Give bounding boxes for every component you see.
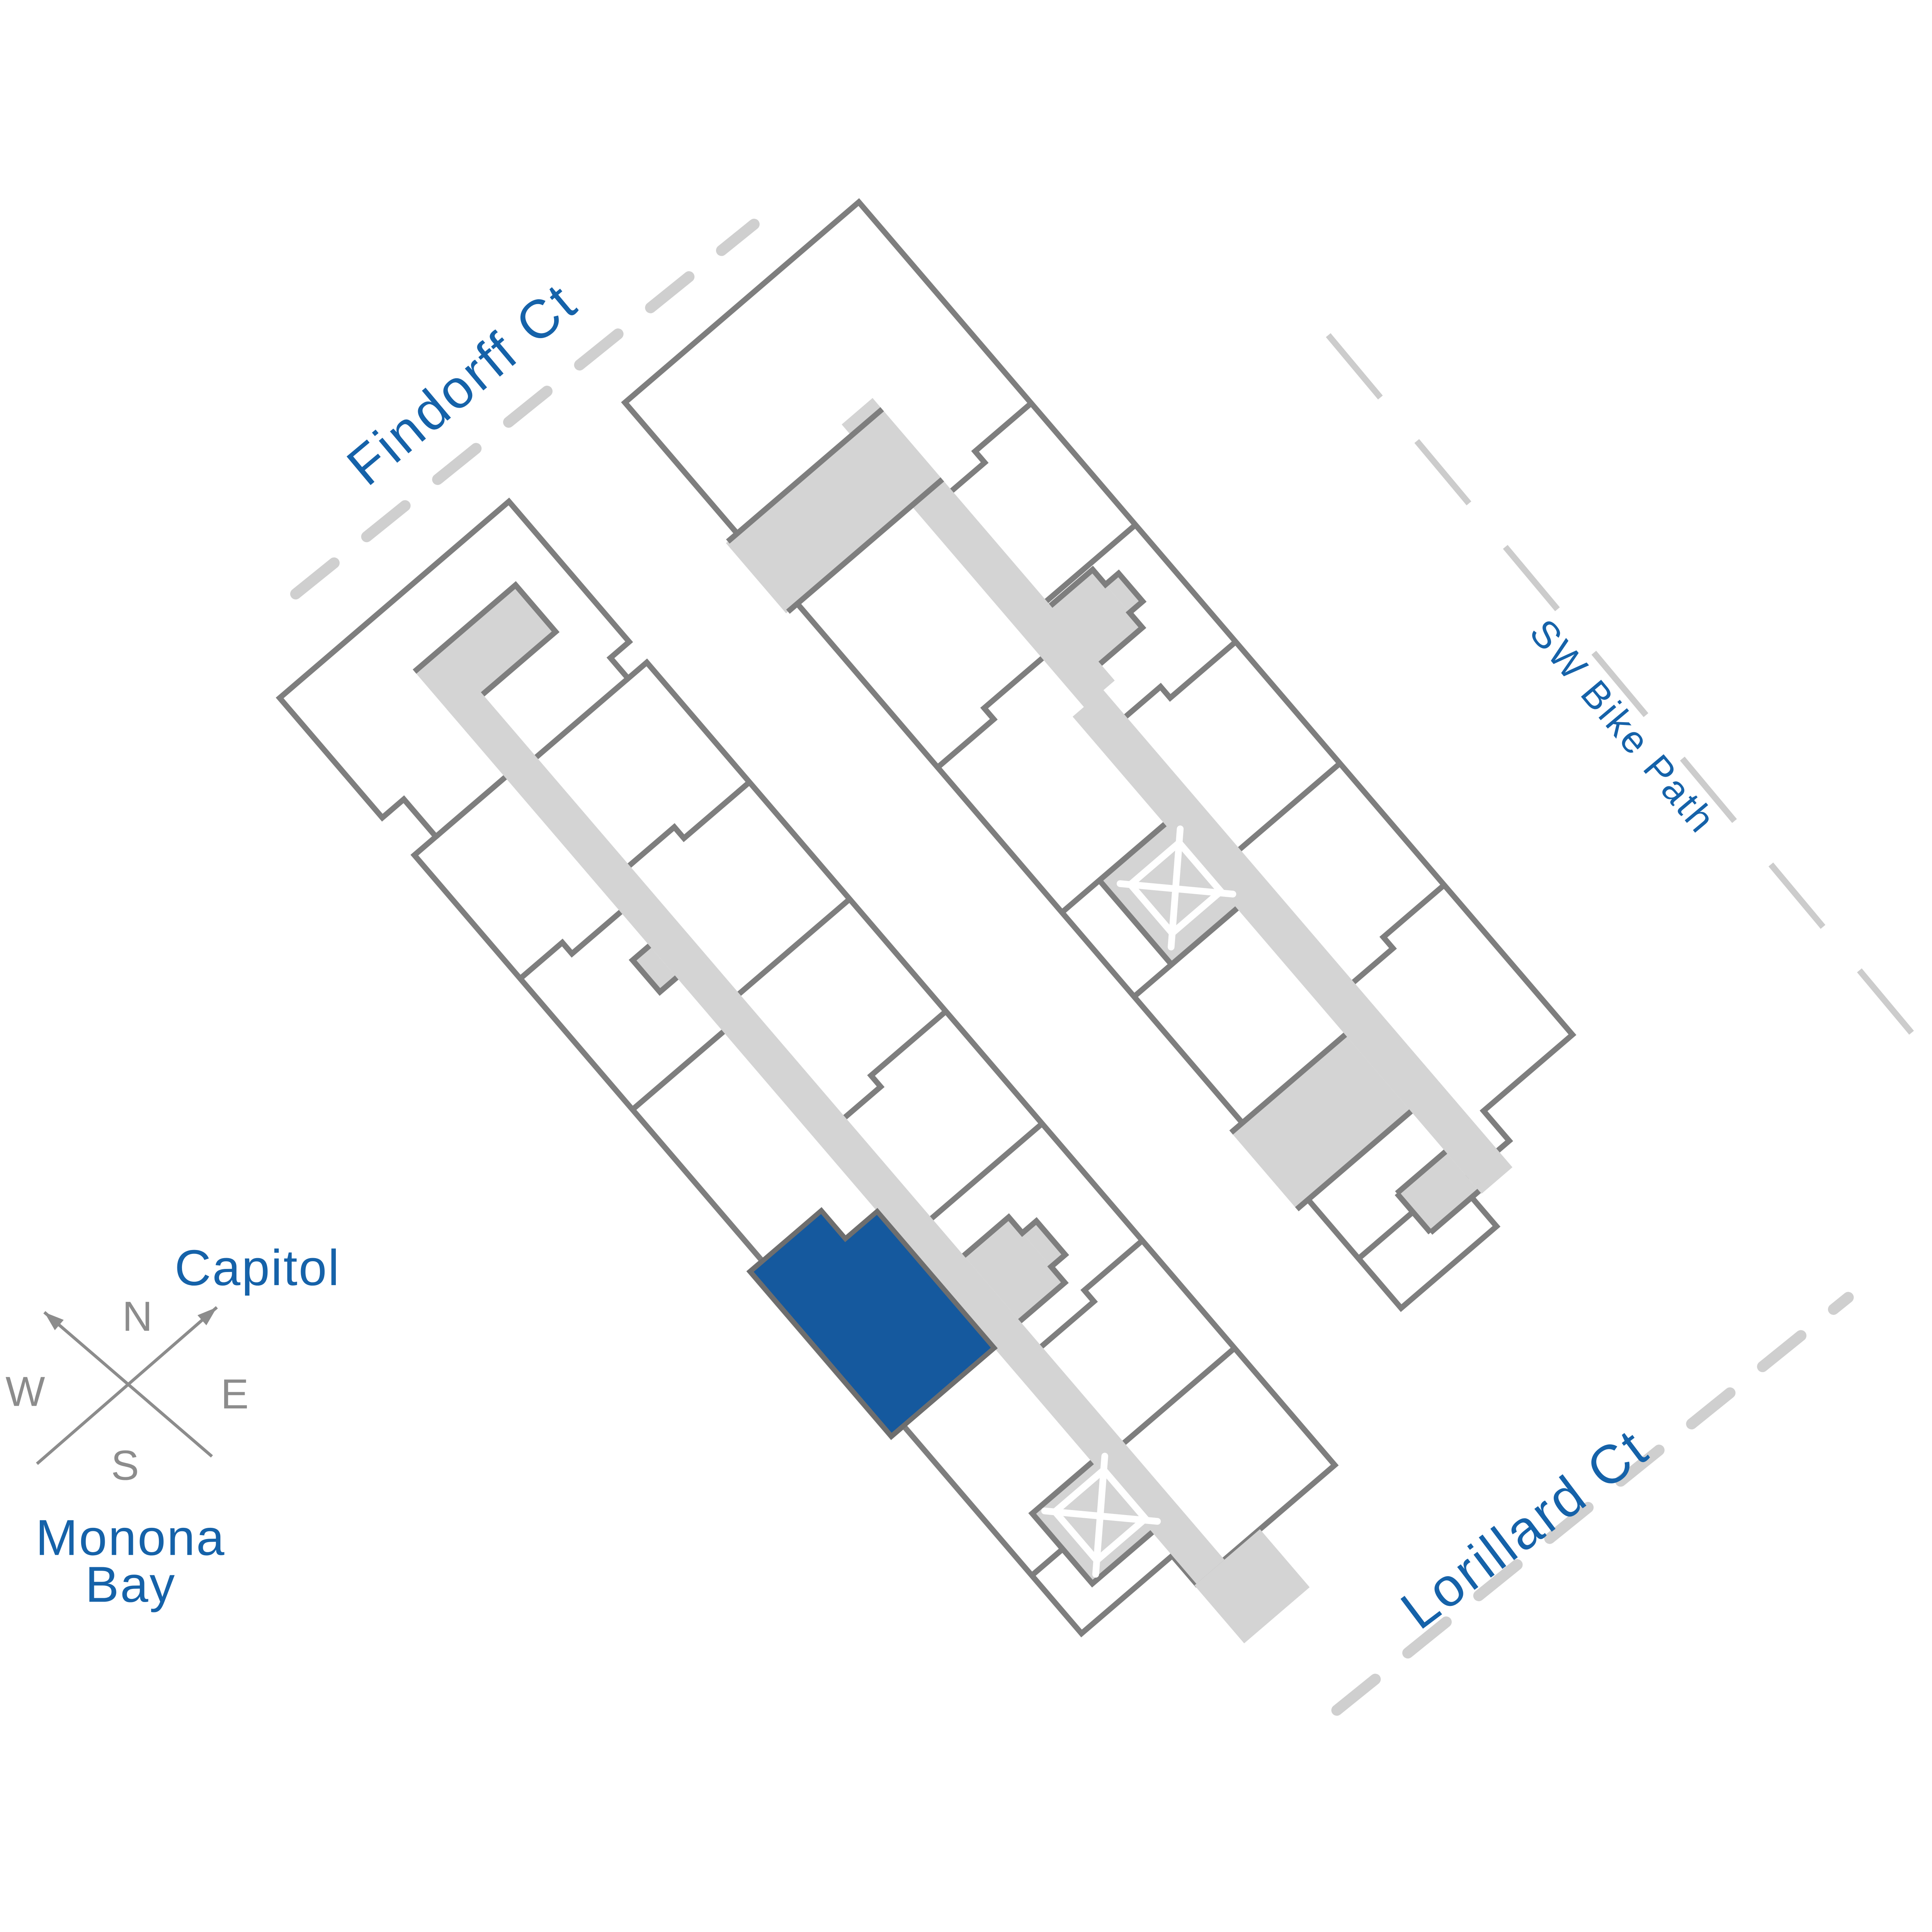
- compass-arrowhead-nw-icon: [44, 1312, 64, 1330]
- corridor-east-exit: [1231, 1034, 1411, 1209]
- findorff-ct-dashed-line: [290, 219, 760, 600]
- corridor-west-exit: [1194, 1529, 1310, 1643]
- stair-x-icon-west: [1041, 1452, 1161, 1578]
- compass-west-label: W: [5, 1368, 46, 1415]
- compass-arrow-nw-icon: [43, 1311, 213, 1458]
- compass-arrow-ne-icon: [36, 1306, 218, 1465]
- landmark-label-bay: Bay: [85, 1556, 176, 1612]
- sw-bike-path-dashed-line: [1326, 333, 1932, 1060]
- compass-rose: N W E S: [5, 1293, 250, 1489]
- building-east-interior-walls: [726, 401, 1481, 1261]
- landmark-label-capitol: Capitol: [175, 1240, 340, 1296]
- selected-unit[interactable]: [747, 1183, 998, 1440]
- compass-east-label: E: [221, 1371, 250, 1417]
- compass-south-label: S: [111, 1442, 141, 1489]
- building-west-interior-walls: [413, 581, 1236, 1588]
- building-east: [621, 198, 1577, 1312]
- corridor-east-entry: [726, 409, 942, 614]
- compass-north-label: N: [122, 1293, 153, 1340]
- landmark-label-monona: Monona: [36, 1509, 226, 1566]
- compass-arrowhead-ne-icon: [197, 1307, 217, 1325]
- building-west: [276, 497, 1339, 1643]
- lorillard-ct-dashed-line: [1331, 1292, 1854, 1716]
- street-label-sw-bike-path: SW Bike Path: [1522, 611, 1725, 842]
- street-label-lorillard: Lorillard Ct: [1390, 1417, 1659, 1641]
- stair-x-icon-east: [1116, 825, 1236, 951]
